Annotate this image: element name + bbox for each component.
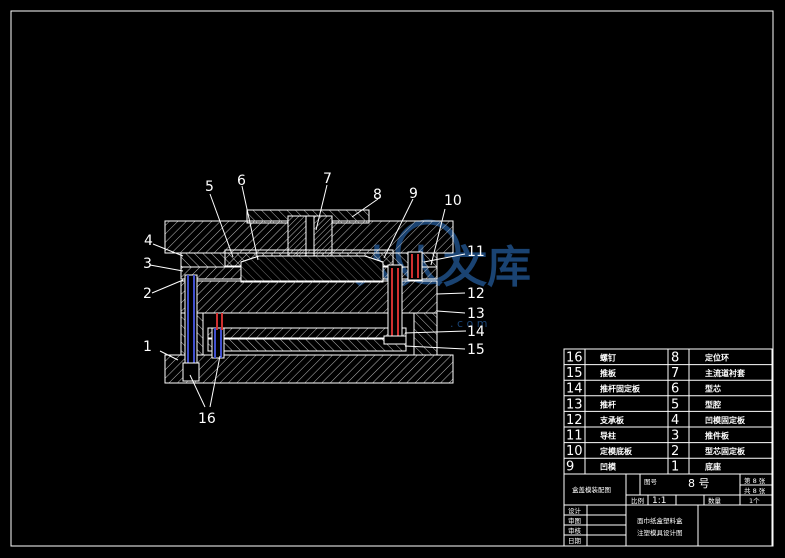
screw-right bbox=[211, 327, 225, 359]
part-number: 13 bbox=[566, 397, 583, 412]
callout-15: 15 bbox=[467, 342, 485, 358]
part-name: 型芯固定板 bbox=[705, 446, 746, 456]
callout-16: 16 bbox=[198, 411, 216, 427]
part-name: 定位环 bbox=[704, 353, 729, 363]
screw-left bbox=[184, 274, 198, 364]
scale-value: 1:1 bbox=[652, 496, 666, 506]
assembly-label: 盒盖模装配图 bbox=[572, 485, 611, 494]
part-name: 推杆固定板 bbox=[600, 384, 641, 394]
part-name: 底座 bbox=[704, 462, 721, 472]
part-number: 7 bbox=[671, 366, 679, 381]
watermark-sub: . c o m bbox=[450, 317, 487, 330]
spacer-right bbox=[413, 312, 438, 356]
part-number: 1 bbox=[671, 460, 679, 475]
callout-3: 3 bbox=[143, 256, 152, 272]
callout-13: 13 bbox=[467, 306, 485, 322]
project-title-2: 注塑模具设计图 bbox=[637, 528, 683, 537]
callout-7: 7 bbox=[323, 171, 332, 187]
row-design: 设计 bbox=[568, 506, 582, 515]
row-check: 审核 bbox=[568, 526, 582, 535]
part-number: 9 bbox=[566, 460, 574, 475]
callout-4: 4 bbox=[144, 233, 153, 249]
part-name: 主流道衬套 bbox=[705, 368, 746, 378]
leader-lines bbox=[149, 184, 467, 408]
part-name: 推件板 bbox=[705, 431, 730, 441]
project-title-1: 面巾纸盒塑料盒 bbox=[637, 516, 683, 525]
callout-14: 14 bbox=[467, 324, 485, 340]
callout-12: 12 bbox=[467, 286, 485, 302]
drawing-no-label: 图号 bbox=[644, 478, 658, 486]
part-name: 螺钉 bbox=[600, 353, 616, 363]
part-name: 导柱 bbox=[600, 431, 616, 441]
row-date: 日期 bbox=[568, 537, 582, 545]
base-plate bbox=[164, 354, 454, 384]
part-number: 4 bbox=[671, 413, 679, 428]
part-name: 支承板 bbox=[599, 415, 625, 425]
part-number: 5 bbox=[671, 397, 679, 412]
part-number: 15 bbox=[566, 366, 583, 381]
qty-value: 1个 bbox=[749, 497, 760, 505]
part-name: 凹模 bbox=[600, 462, 617, 472]
total-label: 共 8 张 bbox=[744, 486, 766, 495]
callout-11: 11 bbox=[467, 244, 485, 260]
callout-2: 2 bbox=[143, 286, 152, 302]
sheet-label: 第 8 张 bbox=[744, 476, 766, 485]
part-number: 6 bbox=[671, 382, 679, 397]
mold-assembly bbox=[164, 209, 454, 384]
part-number: 2 bbox=[671, 444, 679, 459]
part-number: 10 bbox=[566, 444, 583, 459]
part-number: 8 bbox=[671, 351, 679, 366]
part-number: 14 bbox=[566, 382, 583, 397]
part-number: 3 bbox=[671, 429, 679, 444]
qty-label: 数量 bbox=[708, 496, 722, 505]
part-number: 12 bbox=[566, 413, 583, 428]
drawing-border bbox=[10, 10, 774, 547]
callouts: 1 2 3 4 5 6 7 8 9 10 11 12 13 14 15 16 bbox=[143, 171, 485, 427]
row-review: 审图 bbox=[568, 516, 581, 525]
scale-label: 比例 bbox=[631, 496, 644, 505]
title-block bbox=[563, 473, 773, 547]
ejector-retainer-plate bbox=[207, 327, 407, 339]
part-number: 16 bbox=[566, 351, 583, 366]
callout-8: 8 bbox=[373, 187, 382, 203]
part-name: 推杆 bbox=[600, 399, 616, 409]
part-name: 型腔 bbox=[705, 399, 721, 409]
part-name: 定模底板 bbox=[599, 446, 633, 456]
callout-10: 10 bbox=[444, 193, 462, 209]
part-number: 11 bbox=[566, 429, 583, 444]
guide-pin bbox=[387, 264, 403, 344]
part-name: 推板 bbox=[600, 368, 617, 378]
title-block-text: 盒盖模装配图 图号 8 号 第 8 张 共 8 张 比例 1:1 数量 1个 设… bbox=[568, 476, 766, 545]
callout-5: 5 bbox=[205, 179, 214, 195]
callout-9: 9 bbox=[409, 186, 418, 202]
part-name: 型芯 bbox=[705, 384, 721, 394]
ejector-plate bbox=[207, 338, 407, 352]
callout-6: 6 bbox=[237, 173, 246, 189]
part-name: 凹模固定板 bbox=[705, 415, 746, 425]
drawing-no: 8 号 bbox=[688, 477, 710, 490]
return-pin bbox=[407, 251, 423, 281]
callout-1: 1 bbox=[143, 339, 152, 355]
